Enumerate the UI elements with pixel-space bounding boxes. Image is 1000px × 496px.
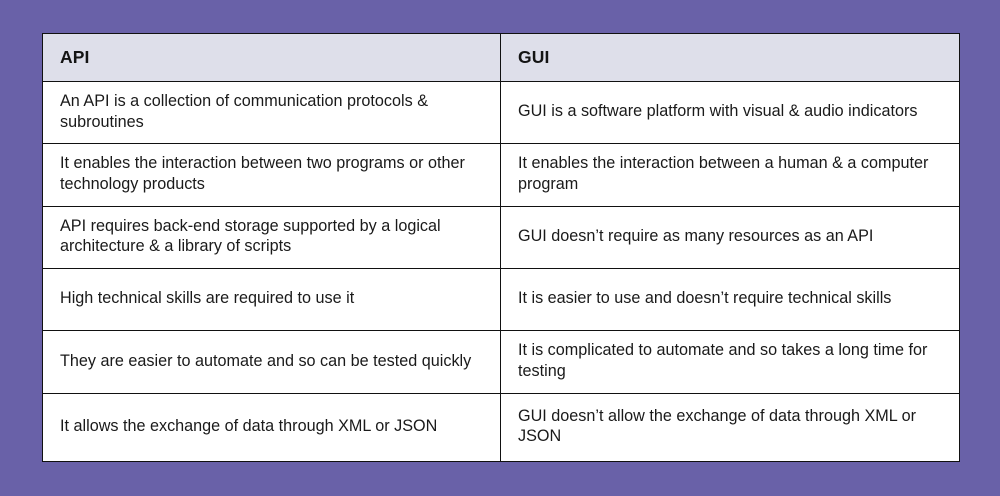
cell-api-2: It enables the interaction between two p…: [42, 143, 501, 207]
cell-text: An API is a collection of communication …: [60, 92, 428, 131]
cell-text: GUI is a software platform with visual &…: [518, 102, 918, 121]
cell-api-6: It allows the exchange of data through X…: [42, 392, 501, 463]
comparison-table-container: API GUI An API is a collection of commun…: [42, 33, 960, 463]
cell-text: API requires back-end storage supported …: [60, 216, 441, 256]
cell-text: It enables the interaction between two p…: [60, 154, 465, 193]
table-row: It enables the interaction between two p…: [42, 143, 960, 207]
column-header-api: API: [42, 33, 501, 82]
cell-gui-3: GUI doesn’t require as many resources as…: [500, 205, 960, 269]
table-body: An API is a collection of communication …: [42, 80, 960, 463]
cell-gui-1: GUI is a software platform with visual &…: [500, 80, 960, 145]
column-header-gui: GUI: [500, 33, 960, 82]
table-header-row: API GUI: [42, 33, 960, 82]
cell-text: High technical skills are required to us…: [60, 289, 355, 308]
table-header: API GUI: [42, 33, 960, 82]
cell-text: It is easier to use and doesn’t require …: [518, 289, 892, 308]
table-row: It allows the exchange of data through X…: [42, 392, 960, 463]
cell-text: It is complicated to automate and so tak…: [518, 341, 928, 380]
cell-gui-6: GUI doesn’t allow the exchange of data t…: [500, 392, 960, 463]
cell-gui-5: It is complicated to automate and so tak…: [500, 330, 960, 394]
cell-api-3: API requires back-end storage supported …: [42, 205, 501, 269]
table-row: They are easier to automate and so can b…: [42, 330, 960, 394]
cell-text: It allows the exchange of data through X…: [60, 417, 438, 436]
cell-api-5: They are easier to automate and so can b…: [42, 330, 501, 394]
api-gui-comparison-table: API GUI An API is a collection of commun…: [42, 33, 960, 463]
cell-text: They are easier to automate and so can b…: [60, 351, 472, 370]
table-row: High technical skills are required to us…: [42, 267, 960, 332]
cell-api-4: High technical skills are required to us…: [42, 267, 501, 332]
cell-text: GUI doesn’t allow the exchange of data t…: [518, 406, 917, 446]
table-row: API requires back-end storage supported …: [42, 205, 960, 269]
cell-gui-2: It enables the interaction between a hum…: [500, 143, 960, 207]
cell-gui-4: It is easier to use and doesn’t require …: [500, 267, 960, 332]
table-row: An API is a collection of communication …: [42, 80, 960, 145]
cell-api-1: An API is a collection of communication …: [42, 80, 501, 145]
cell-text: GUI doesn’t require as many resources as…: [518, 227, 874, 246]
cell-text: It enables the interaction between a hum…: [518, 154, 929, 193]
